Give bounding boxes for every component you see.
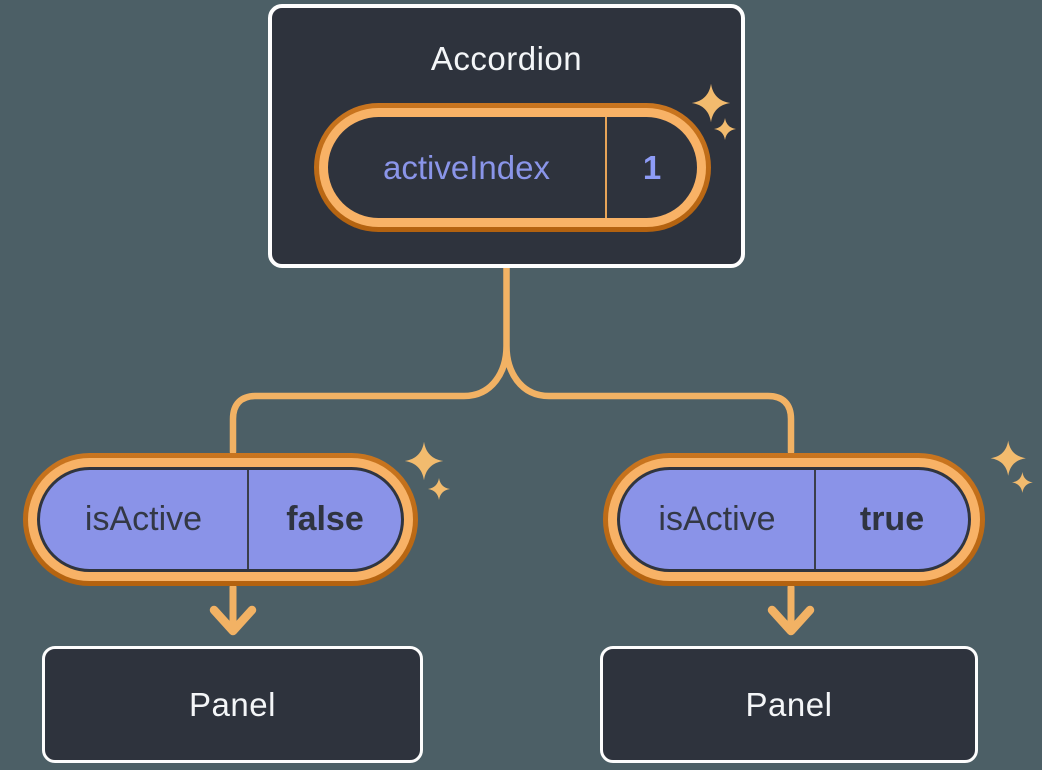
left-panel-title: Panel: [189, 685, 276, 723]
sparkle-icon: [428, 478, 450, 500]
sparkle-icon: [691, 83, 731, 123]
left-panel-node: Panel: [42, 646, 423, 763]
right-panel-title: Panel: [745, 685, 833, 723]
sparkle-icon: [714, 118, 736, 140]
state-pill-value: 1: [642, 148, 662, 186]
right-prop-value: true: [859, 500, 925, 538]
state-pill-ring: activeIndex 1: [319, 108, 706, 227]
right-prop-pill-ring: isActive true: [608, 458, 980, 581]
right-panel-node: Panel: [600, 646, 978, 763]
right-prop-label: isActive: [658, 500, 776, 538]
sparkle-icon: [404, 441, 444, 481]
tree-branch-lines: [229, 264, 795, 456]
accordion-node: Accordion activeIndex 1: [268, 4, 745, 268]
left-prop-divider: [247, 470, 249, 569]
left-prop-pill: isActive false: [23, 453, 418, 586]
right-sparkle-group: [990, 440, 1033, 493]
state-pill-label: activeIndex: [383, 148, 550, 186]
state-pill-divider: [605, 117, 607, 218]
left-prop-label: isActive: [84, 500, 203, 538]
right-prop-divider: [814, 470, 816, 569]
state-pill: activeIndex 1: [314, 103, 711, 232]
sparkle-icon: [1011, 471, 1033, 493]
left-arrowhead-icon: [209, 605, 257, 636]
right-arrowhead-icon: [767, 605, 815, 636]
left-prop-value: false: [286, 500, 364, 538]
accordion-title: Accordion: [430, 40, 583, 77]
sparkle-icon: [990, 440, 1026, 476]
left-sparkle-group: [404, 441, 450, 500]
right-prop-pill: isActive true: [603, 453, 985, 586]
left-prop-pill-ring: isActive false: [28, 458, 413, 581]
state-sparkle-group: [691, 83, 736, 140]
